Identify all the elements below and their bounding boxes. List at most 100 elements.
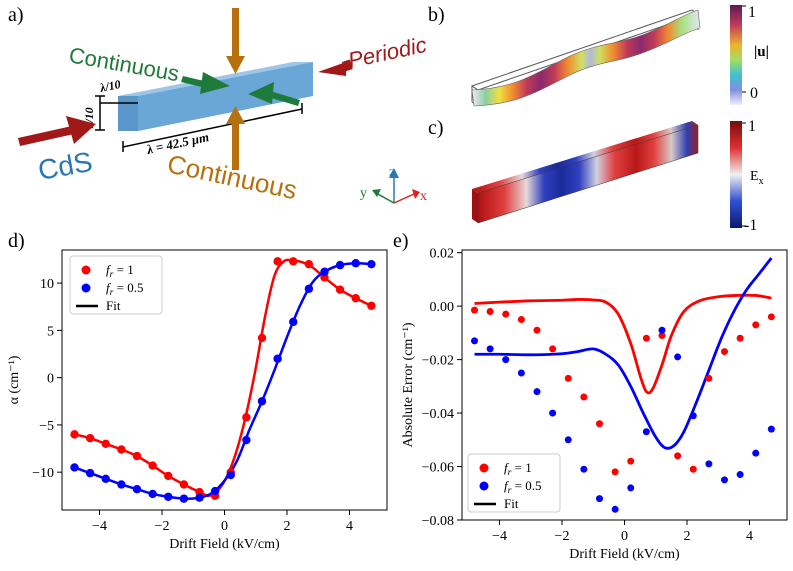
- data-point: [564, 436, 572, 444]
- data-point: [210, 486, 220, 496]
- data-point: [85, 468, 95, 478]
- data-point: [273, 257, 282, 266]
- y-axis-label: Absolute Error (cm⁻¹): [401, 322, 416, 447]
- colorbar-c: [730, 121, 742, 228]
- cds-label: CdS: [36, 146, 95, 186]
- data-point: [367, 301, 376, 310]
- x-tick-label: 4: [746, 529, 753, 544]
- data-point: [320, 267, 329, 276]
- fit-line: [474, 293, 772, 395]
- data-point: [195, 493, 204, 502]
- data-point: [533, 326, 541, 334]
- beam-side-face: [138, 62, 313, 131]
- data-point: [351, 294, 360, 303]
- data-point: [689, 465, 697, 473]
- data-point: [705, 460, 713, 468]
- dim-width-label: λ/10: [98, 77, 122, 95]
- colorbar-b-max: 1: [748, 4, 756, 21]
- deformed-beam: [471, 9, 701, 107]
- data-point: [658, 326, 666, 334]
- legend-box: [69, 255, 163, 315]
- x-tick-label: −2: [155, 519, 170, 534]
- x-tick-label: 0: [221, 519, 228, 534]
- data-point: [179, 480, 189, 489]
- y-tick-label: −10: [32, 466, 54, 481]
- y-tick-label: 0.02: [430, 247, 455, 262]
- data-point: [767, 425, 775, 433]
- data-point: [101, 439, 110, 449]
- green-arrow-lower-icon: [248, 82, 300, 106]
- data-point: [721, 348, 728, 356]
- legend-label: Fit: [106, 298, 121, 313]
- x-tick-label: 2: [284, 519, 291, 534]
- y-tick-label: −0.08: [422, 514, 454, 529]
- colorbar-c-label: Ex: [750, 169, 764, 187]
- data-point: [117, 445, 126, 454]
- colorbar-c-label-sub: x: [759, 176, 764, 187]
- data-point: [148, 461, 157, 470]
- data-point: [257, 333, 267, 343]
- panel-label-c: c): [428, 117, 444, 139]
- y-tick-label: 10: [40, 277, 54, 292]
- y-axis-label: α (cm⁻¹): [7, 355, 22, 404]
- legend-label: fr = 0.5: [106, 280, 144, 298]
- fit-line: [474, 257, 773, 450]
- legend-marker: [81, 265, 91, 275]
- panel-label-b: b): [428, 4, 445, 26]
- y-tick-label: 5: [47, 324, 54, 339]
- colorbar-c-min: -1: [744, 217, 757, 231]
- data-point: [767, 313, 775, 321]
- axis-x-label: x: [420, 189, 427, 204]
- top-arrow-icon: [226, 8, 245, 74]
- field-figure: 1 Ex -1: [472, 118, 764, 231]
- legend-label: fr = 1: [504, 460, 532, 478]
- data-point: [132, 485, 142, 494]
- x-tick-label: 2: [684, 529, 691, 544]
- data-point: [101, 474, 110, 483]
- y-tick-label: −0.02: [422, 354, 454, 369]
- beam-front-face: [118, 96, 138, 131]
- data-point: [471, 306, 478, 314]
- data-point: [596, 495, 603, 503]
- data-point: [752, 321, 760, 329]
- panel-label-d: d): [8, 230, 25, 252]
- x-axis-label: Drift Field (kV/cm): [169, 537, 280, 552]
- data-point: [549, 345, 557, 353]
- data-point: [471, 337, 478, 345]
- data-point: [132, 451, 142, 461]
- x-tick-label: −4: [92, 519, 107, 534]
- data-point: [502, 310, 510, 318]
- data-point: [533, 388, 541, 396]
- colorbar-c-label-main: E: [750, 169, 759, 184]
- data-point: [242, 435, 251, 445]
- data-point: [148, 489, 157, 499]
- data-point: [164, 471, 173, 481]
- panel-label-a: a): [8, 4, 24, 26]
- data-point: [627, 457, 635, 465]
- legend-label: fr = 1: [106, 262, 134, 280]
- data-point: [226, 470, 235, 480]
- data-point: [367, 259, 376, 269]
- data-point: [658, 332, 666, 340]
- data-point: [705, 374, 713, 382]
- colorbar-b: [730, 5, 742, 105]
- green-arrow-upper-icon: [181, 72, 230, 94]
- data-point: [335, 260, 345, 270]
- colorbar-c-max: 1: [748, 118, 756, 135]
- axis-y-label: y: [360, 186, 367, 201]
- data-point: [642, 428, 650, 436]
- data-point: [179, 494, 189, 503]
- data-point: [70, 463, 79, 472]
- data-point: [736, 471, 744, 479]
- data-point: [289, 317, 298, 327]
- colorbar-b-label: |u|: [754, 44, 769, 60]
- data-point: [517, 369, 525, 377]
- data-point: [335, 285, 345, 294]
- data-point: [517, 316, 525, 324]
- axes-triad: [372, 168, 420, 204]
- field-beam-side: [477, 124, 699, 224]
